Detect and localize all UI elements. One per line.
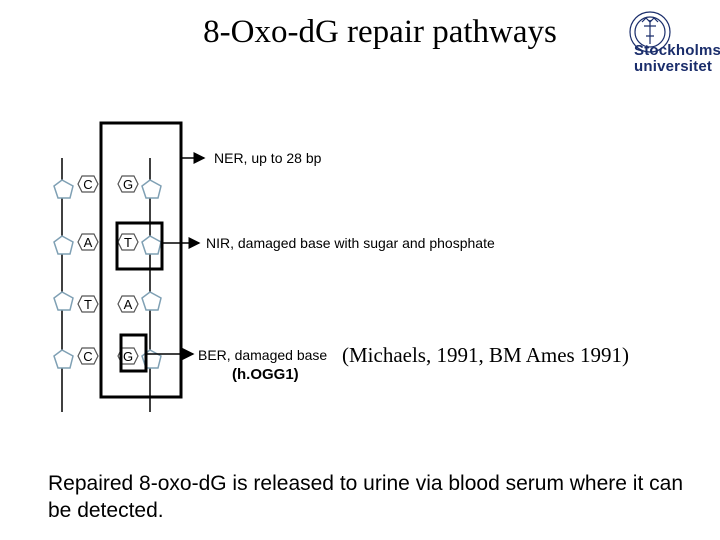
ner-label: NER, up to 28 bp [214,150,322,166]
nir-box [115,221,164,271]
base-hexagon [117,295,139,313]
left-base-1: C [83,177,92,192]
enzyme-label: (h.OGG1) [232,366,299,383]
base-hexagon [77,233,99,251]
nir-label: NIR, damaged base with sugar and phospha… [206,235,495,251]
ber-box [119,333,148,373]
base-hexagon [117,175,139,193]
ber-label: BER, damaged base [198,347,328,363]
slide-title: 8-Oxo-dG repair pathways [203,14,557,50]
caption-text: Repaired 8-oxo-dG is released to urine v… [48,472,683,522]
left-base-2: A [84,235,93,250]
reference-text: (Michaels, 1991, BM Ames 1991) [342,343,629,367]
base-hexagon [77,175,99,193]
ner-box [99,121,183,399]
university-seal-icon [629,11,671,53]
right-base-2: T [124,235,132,250]
right-base-1: G [123,177,133,192]
right-base-4: G [123,349,133,364]
right-base-3: A [124,297,133,312]
left-base-3: T [84,297,92,312]
base-hexagon [77,295,99,313]
base-hexagon [117,347,139,365]
logo-line-1: Stockholms [634,42,720,59]
left-base-4: C [83,349,92,364]
base-hexagon [77,347,99,365]
logo-line-2: universitet [634,58,713,75]
